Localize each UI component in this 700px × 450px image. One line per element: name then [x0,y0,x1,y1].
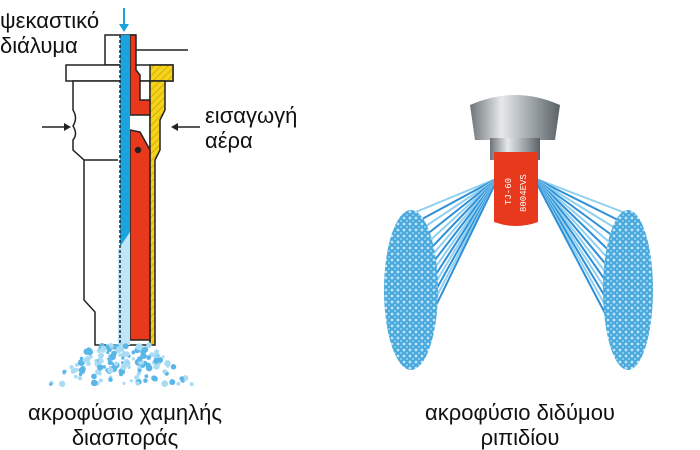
droplet [163,369,168,374]
droplet [170,364,177,370]
droplet [107,367,114,374]
droplet [115,346,122,353]
droplet [78,372,83,377]
droplet [113,361,119,367]
droplet [120,364,127,371]
droplet [145,364,153,372]
caption-low-drift: ακροφύσιο χαμηλής διασποράς [0,400,250,450]
air-intake-label: εισαγωγή αέρα [205,103,297,153]
droplet [166,364,170,368]
droplet [151,375,158,382]
droplet [135,381,140,386]
nozzle-marking-1: TJ-60 [504,178,514,205]
spray-streak [533,177,629,237]
droplet [85,347,92,354]
droplet [179,376,185,381]
spray-streak [410,177,499,226]
droplet [153,357,160,364]
droplet [135,343,143,351]
label-line: αέρα [205,128,253,153]
caption-line: ακροφύσιο διδύμου [425,400,615,425]
droplet [169,379,176,386]
label-line: διάλυμα [0,33,78,58]
droplet [121,356,125,360]
droplet [73,374,78,379]
droplet [119,372,123,377]
twin-fan-nozzle: TJ-60 8004EVS [384,95,653,370]
spray-solution-label: ψεκαστικό διάλυμα [0,8,99,58]
air-inlet-arrow-right-icon [171,123,200,131]
droplet [75,368,79,372]
droplet [107,360,113,366]
droplet [100,345,107,352]
caption-line: διασποράς [71,425,179,450]
droplet [90,379,98,387]
droplet [58,380,66,388]
droplet [137,368,142,373]
droplet [118,342,124,348]
droplet [77,376,83,381]
droplet [122,343,129,350]
droplet [119,353,123,357]
droplet [131,350,136,355]
spray-streak [410,177,499,215]
droplet [78,366,86,374]
droplet [134,374,140,381]
nozzle-marking-2: 8004EVS [519,174,529,212]
droplet [136,371,141,376]
droplet [124,351,130,357]
droplet [85,361,91,366]
droplet [153,351,159,357]
droplet [129,379,134,383]
droplet [161,355,165,359]
droplet [108,377,113,382]
droplet [91,373,97,380]
droplet [189,382,194,387]
caption-line: ριπιδίου [480,425,560,450]
liquid-inlet-arrow-icon [119,8,129,32]
droplet [69,365,74,370]
droplet [98,352,104,359]
droplet [127,365,131,370]
droplet [149,352,155,357]
spray-streak [533,177,629,226]
droplet [146,342,152,348]
droplet [109,353,116,361]
droplet [62,369,67,374]
caption-twin-fan: ακροφύσιο διδύμου ριπιδίου [400,400,640,450]
droplet [108,343,114,349]
droplet [122,381,126,385]
droplet [89,354,93,359]
droplet [84,355,91,362]
label-line: ψεκαστικό [0,8,100,33]
spray-streak [533,177,629,215]
droplet [146,355,152,360]
droplet [48,382,53,386]
right-spray-pattern [603,210,653,370]
droplet [97,364,104,371]
left-spray-pattern [384,210,438,370]
droplet [98,378,103,383]
droplet [98,358,104,364]
droplet [96,348,101,353]
droplet [143,378,148,383]
spray-droplets [48,342,194,388]
low-drift-nozzle-section [65,34,188,346]
droplet [176,381,181,386]
droplet [106,347,112,353]
caption-line: ακροφύσιο χαμηλής [27,400,222,425]
droplet [161,380,169,388]
droplet [79,356,84,360]
label-line: εισαγωγή [205,103,298,128]
droplet [131,357,136,361]
air-inlet-arrow-left-icon [42,123,71,131]
droplet [141,346,149,353]
droplet [137,356,143,362]
droplet [144,374,149,379]
droplet [74,362,80,367]
